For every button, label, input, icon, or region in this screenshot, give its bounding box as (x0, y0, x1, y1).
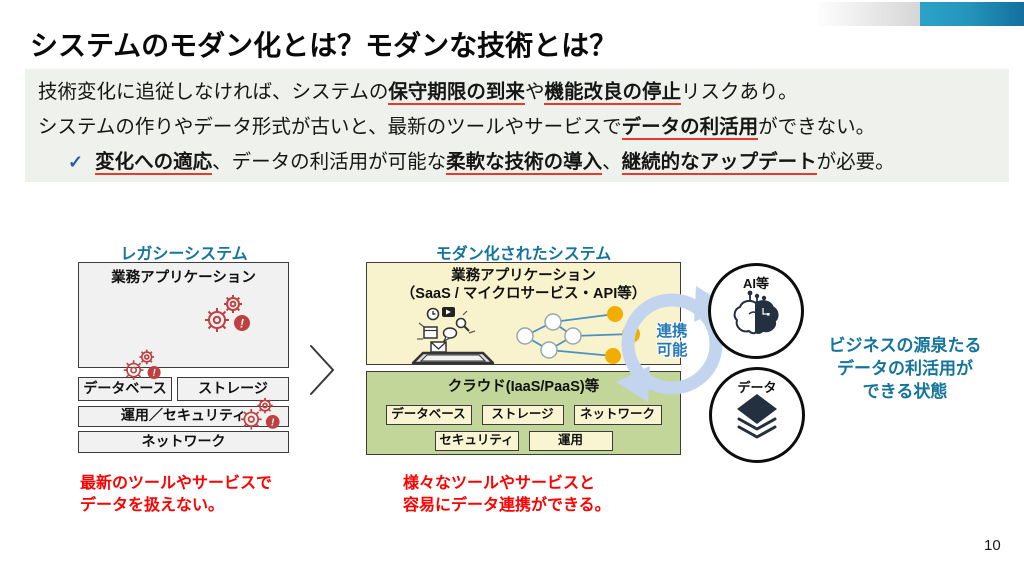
emphasized-text: 保守期限の到来 (388, 81, 525, 105)
legacy-caption: 最新のツールやサービスで データを扱えない。 (80, 473, 272, 517)
legacy-storage-box: ストレージ (177, 377, 289, 401)
legacy-ops-security-box: 運用／セキュリティ (78, 406, 289, 427)
page-number: 10 (984, 537, 1001, 554)
benefit-line1: ビジネスの源泉たる (828, 336, 982, 355)
text-run: 技術変化に追従しなければ、システムの (38, 81, 389, 103)
text-run: システムの作りやデータ形式が古いと、最新のツールやサービスで (38, 116, 622, 138)
cloud-ops-box: 運用 (528, 431, 613, 451)
legacy-system-label: レガシーシステム (120, 246, 248, 263)
link-label-line2: 可能 (656, 342, 688, 359)
checkmark-icon: ✓ (68, 152, 84, 172)
text-run: ができない。 (758, 116, 876, 138)
modern-caption-line1: 様々なツールやサービスと (403, 475, 596, 492)
cloud-title: クラウド(IaaS/PaaS)等 (447, 379, 600, 395)
intro-line: 技術変化に追従しなければ、システムの保守期限の到来や機能改良の停止リスクあり。 (38, 75, 1009, 110)
intro-box: 技術変化に追従しなければ、システムの保守期限の到来や機能改良の停止リスクあり。シ… (25, 69, 1009, 182)
legacy-app-box: 業務アプリケーション (78, 262, 289, 368)
modern-app-title-line2: （SaaS / マイクロサービス・API等） (400, 286, 647, 302)
benefit-text: ビジネスの源泉たる データの利活用が できる状態 (798, 334, 1012, 403)
legacy-caption-line2: データを扱えない。 (80, 497, 225, 514)
header-bar-blue (920, 2, 1024, 26)
emphasized-text: 機能改良の停止 (544, 81, 681, 105)
benefit-line2: データの利活用が (837, 359, 973, 378)
modern-caption-line2: 容易にデータ連携ができる。 (403, 497, 611, 514)
legacy-network-box: ネットワーク (78, 431, 289, 453)
emphasized-text: 継続的なアップデート (621, 151, 817, 175)
cloud-security-box: セキュリティ (434, 431, 519, 451)
link-label-line1: 連携 (656, 323, 688, 340)
intro-line: システムの作りやデータ形式が古いと、最新のツールやサービスでデータの利活用ができ… (38, 110, 1009, 145)
modern-system-label: モダン化されたシステム (435, 246, 612, 263)
chevron-right-icon (310, 345, 335, 395)
benefit-line3: できる状態 (862, 382, 948, 401)
cloud-database-box: データベース (385, 405, 472, 425)
gear-warning-icon (198, 293, 254, 337)
text-run: が必要。 (816, 151, 895, 173)
text-run: リスクあり。 (680, 81, 798, 103)
cloud-network-box: ネットワーク (573, 405, 662, 425)
ai-brain-icon (733, 290, 779, 335)
emphasized-text: 柔軟な技術の導入 (446, 151, 603, 175)
intro-line: ✓ 変化への適応、データの利活用が可能な柔軟な技術の導入、継続的なアップデートが必… (38, 145, 1009, 180)
modern-app-title-line1: 業務アプリケーション (451, 268, 596, 284)
service-network-icon (515, 306, 640, 364)
emphasized-text: 変化への適応 (95, 151, 213, 175)
cloud-storage-box: ストレージ (481, 405, 564, 425)
gear-warning-icon (118, 348, 164, 384)
tablet-apps-icon (411, 307, 494, 365)
emphasized-text: データの利活用 (621, 116, 759, 140)
text-run: 、 (602, 151, 622, 173)
text-run: 、データの利活用が可能な (212, 151, 447, 173)
page-title: システムのモダン化とは？モダンな技術とは？ (30, 30, 618, 61)
data-layers-icon (737, 394, 777, 439)
legacy-database-box: データベース (78, 377, 172, 401)
legacy-caption-line1: 最新のツールやサービスで (80, 475, 273, 492)
modern-caption: 様々なツールやサービスと 容易にデータ連携ができる。 (403, 473, 611, 517)
header-bar-gray (817, 2, 920, 26)
gear-warning-icon (235, 396, 283, 434)
ai-circle: AI等 (708, 263, 804, 359)
text-run: や (524, 81, 545, 103)
data-circle: データ (709, 367, 805, 463)
modern-app-box: 業務アプリケーション （SaaS / マイクロサービス・API等） (366, 262, 681, 365)
data-circle-label: データ (737, 380, 777, 395)
ai-circle-label: AI等 (742, 276, 769, 291)
link-possible-label: 連携 可能 (634, 322, 710, 360)
intro-lines: 技術変化に追従しなければ、システムの保守期限の到来や機能改良の停止リスクあり。シ… (38, 75, 1009, 180)
